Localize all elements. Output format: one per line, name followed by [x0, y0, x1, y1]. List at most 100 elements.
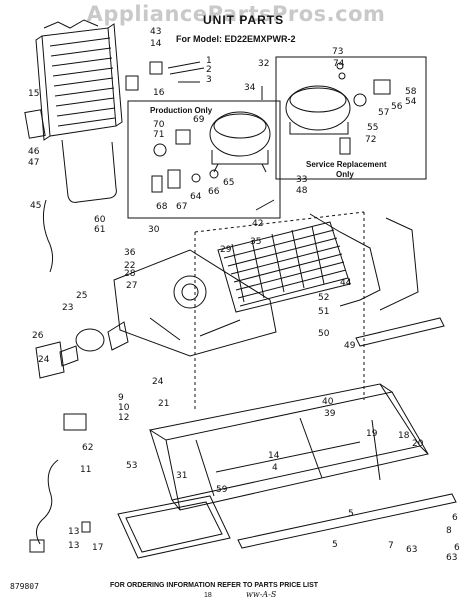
defrost-heater-loop [61, 139, 117, 203]
tubing-44 [309, 213, 419, 311]
part-16-block [125, 75, 139, 91]
part-label-21: 21 [158, 399, 170, 409]
part-label-24: 24 [38, 355, 50, 365]
part-label-26: 26 [32, 331, 44, 341]
part-label-67: 67 [176, 202, 188, 212]
part-label-12: 12 [118, 413, 130, 423]
part-label-58: 58 [405, 87, 417, 97]
drain-pan [117, 495, 231, 559]
part-label-17: 17 [92, 543, 104, 553]
part-label-27: 27 [126, 281, 138, 291]
site-watermark: AppliancePartsPros.com [86, 2, 386, 26]
document-number: 879807 [10, 582, 39, 591]
part-label-54: 54 [405, 97, 417, 107]
part-label-43: 43 [150, 27, 162, 37]
part-label-46: 46 [28, 147, 40, 157]
part-label-30: 30 [148, 225, 160, 235]
part-label-15: 15 [28, 89, 40, 99]
part-66-grommet [209, 169, 219, 179]
part-label-31: 31 [176, 471, 188, 481]
part-label-63: 63 [406, 545, 418, 555]
part-label-13: 13 [68, 527, 80, 537]
part-73-nut [336, 62, 344, 70]
page-number: 18 [204, 592, 212, 599]
part-label-59: 59 [216, 485, 228, 495]
part-label-32: 32 [258, 59, 270, 69]
diagram-title: UNIT PARTS [203, 13, 285, 27]
part-label-40: 40 [322, 397, 334, 407]
part-label-73: 73 [332, 47, 344, 57]
part-label-22: 22 [124, 261, 136, 271]
part-label-3: 3 [206, 75, 212, 85]
part-58-relay [373, 79, 391, 95]
part-label-10: 10 [118, 403, 130, 413]
part-label-55: 55 [367, 123, 379, 133]
part-label-5: 5 [348, 509, 354, 519]
part-label-25: 25 [76, 291, 88, 301]
part-56-overload [353, 93, 367, 107]
rail-19 [371, 419, 381, 481]
part-label-44: 44 [340, 278, 352, 288]
part-label-16: 16 [153, 88, 165, 98]
fan-motor [59, 321, 129, 367]
rail-63 [237, 493, 457, 549]
part-label-36: 36 [124, 248, 136, 258]
part-label-66: 66 [208, 187, 220, 197]
part-label-61: 61 [94, 225, 106, 235]
part-label-47: 47 [28, 158, 40, 168]
part-label-74: 74 [333, 59, 345, 69]
part-label-7: 7 [388, 541, 394, 551]
part-label-5: 5 [332, 540, 338, 550]
part-label-8: 8 [446, 526, 452, 536]
part-label-60: 60 [94, 215, 106, 225]
part-label-1: 1 [206, 56, 212, 66]
part-label-9: 9 [118, 393, 124, 403]
part-label-53: 53 [126, 461, 138, 471]
part-label-14: 14 [150, 39, 162, 49]
part-label-42: 42 [252, 219, 264, 229]
model-number: For Model: ED22EMXPWR-2 [176, 34, 296, 44]
part-9-cover [63, 413, 87, 431]
part-label-29: 29 [220, 245, 232, 255]
condenser-coil [217, 221, 351, 313]
production-only-box [127, 100, 281, 219]
drain-pan-inner [125, 501, 223, 553]
part-label-51: 51 [318, 307, 330, 317]
part-67-capacitor [167, 169, 181, 189]
part-label-69: 69 [193, 115, 205, 125]
service-replacement-label-2: Only [336, 170, 354, 179]
part-68-bracket [151, 175, 163, 193]
power-cord [36, 459, 59, 545]
part-label-19: 19 [366, 429, 378, 439]
evaporator-coil-top-left [35, 19, 123, 141]
part-label-49: 49 [344, 341, 356, 351]
wire-harness-45 [42, 199, 54, 273]
part-label-70: 70 [153, 120, 165, 130]
part-label-18: 18 [398, 431, 410, 441]
part-label-23: 23 [62, 303, 74, 313]
part-label-2: 2 [206, 65, 212, 75]
production-only-label: Production Only [150, 106, 213, 115]
part-label-20: 20 [412, 439, 424, 449]
part-label-35: 35 [250, 237, 262, 247]
part-label-68: 68 [156, 202, 168, 212]
part-2-clip [167, 61, 205, 75]
part-64-grommet [191, 173, 201, 183]
part-label-6: 6 [452, 513, 458, 523]
part-14-block [149, 61, 163, 75]
part-label-13: 13 [68, 541, 80, 551]
part-label-57: 57 [378, 108, 390, 118]
chassis-frame [148, 383, 429, 511]
part-label-63: 63 [446, 553, 458, 563]
fan-shroud-base [113, 249, 277, 357]
heater-plate [24, 109, 46, 139]
part-label-24: 24 [152, 377, 164, 387]
part-label-50: 50 [318, 329, 330, 339]
part-label-72: 72 [365, 135, 377, 145]
rail-49 [355, 317, 445, 347]
part-label-48: 48 [296, 186, 308, 196]
dashed-mount-frame [194, 211, 365, 410]
part-label-34: 34 [244, 83, 256, 93]
plug [29, 539, 45, 553]
tube-48 [255, 199, 275, 211]
